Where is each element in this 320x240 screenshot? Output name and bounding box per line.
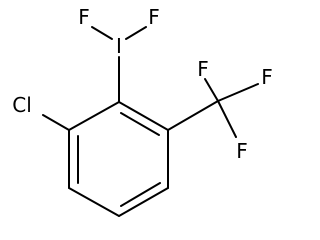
bond-ring-double-c1-c2 xyxy=(120,112,160,136)
atom-chlorine: Cl xyxy=(12,93,32,117)
atom-labels: F F I Cl F F F xyxy=(12,5,273,163)
bond-cf3-f-bottom xyxy=(217,100,237,138)
bond-ring-double-c3-c4 xyxy=(120,182,161,207)
atom-cf3-f-top: F xyxy=(197,57,209,81)
atom-cf3-f-bottom: F xyxy=(236,139,248,163)
bond-cf3-f-right xyxy=(217,83,259,102)
bond-ring-c6-c1 xyxy=(68,101,120,131)
atom-iodine: I xyxy=(116,34,122,58)
bond-ring-c3-c4 xyxy=(118,187,169,217)
bond-ring-c4-c5 xyxy=(68,187,120,217)
bond-cf3-f-top xyxy=(204,78,219,102)
bonds xyxy=(42,26,259,217)
atom-iodine-f-right: F xyxy=(148,5,160,29)
bond-c2-cf3-carbon xyxy=(167,100,219,131)
structure-diagram: F F I Cl F F F xyxy=(12,5,273,217)
atom-iodine-f-left: F xyxy=(78,5,90,29)
bond-ring-c1-c2 xyxy=(118,101,169,131)
bond-iodine-f-left xyxy=(91,26,113,40)
bond-iodine-f-right xyxy=(125,26,147,40)
atom-cf3-f-right: F xyxy=(261,65,273,89)
bond-c6-chlorine xyxy=(42,114,70,131)
